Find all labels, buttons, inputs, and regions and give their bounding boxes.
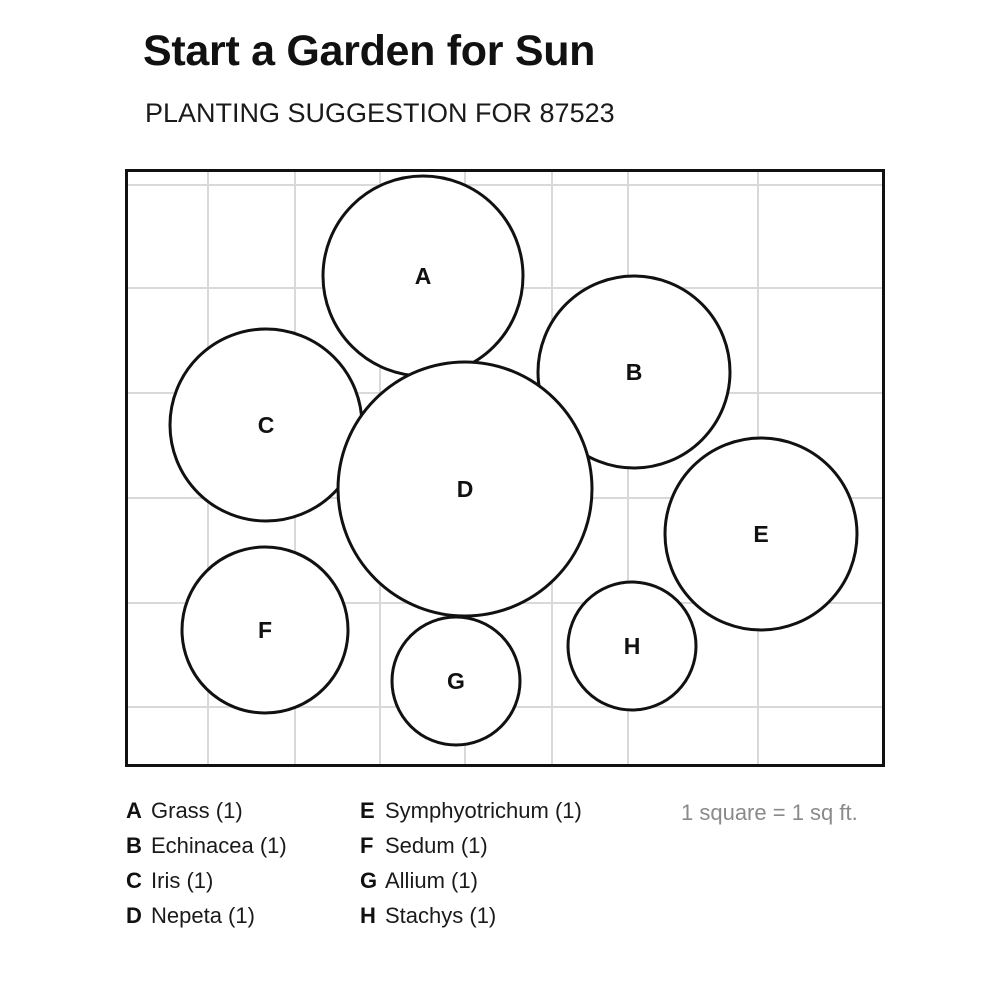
garden-bed-svg: A B C D E F G H bbox=[125, 169, 885, 767]
legend-item-label: Symphyotrichum (1) bbox=[385, 798, 582, 823]
plant-circle-d[interactable]: D bbox=[336, 360, 594, 618]
legend-item-key: B bbox=[126, 833, 142, 858]
plant-circle-b[interactable]: B bbox=[536, 274, 732, 470]
plant-circle-c[interactable]: C bbox=[168, 327, 364, 523]
legend-item-e[interactable]: E Symphyotrichum (1) bbox=[360, 798, 582, 833]
plant-circle-label: G bbox=[447, 668, 465, 694]
legend-item-c[interactable]: C Iris (1) bbox=[126, 868, 287, 903]
plant-circle-label: C bbox=[258, 412, 275, 438]
garden-bed-diagram: A B C D E F G H bbox=[125, 169, 885, 767]
legend-item-label: Allium (1) bbox=[385, 868, 478, 893]
legend-column-left: A Grass (1) B Echinacea (1) C Iris (1) D Nepeta… bbox=[126, 798, 287, 938]
legend-item-key: A bbox=[126, 798, 142, 823]
plant-circle-label: H bbox=[624, 633, 641, 659]
plant-circle-h[interactable]: H bbox=[566, 580, 698, 712]
legend-item-key: D bbox=[126, 903, 142, 928]
legend-item-key: G bbox=[360, 868, 378, 893]
legend-item-d[interactable]: D Nepeta (1) bbox=[126, 903, 287, 938]
legend-item-key: F bbox=[360, 833, 374, 858]
plant-circle-outline bbox=[536, 274, 732, 470]
plant-circle-label: A bbox=[415, 263, 432, 289]
legend-item-label: Stachys (1) bbox=[385, 903, 497, 928]
plant-circle-outline bbox=[390, 615, 522, 747]
legend-item-f[interactable]: F Sedum (1) bbox=[360, 833, 582, 868]
legend-item-b[interactable]: B Echinacea (1) bbox=[126, 833, 287, 868]
legend-item-a[interactable]: A Grass (1) bbox=[126, 798, 287, 833]
legend-item-key: H bbox=[360, 903, 376, 928]
legend-item-label: Grass (1) bbox=[151, 798, 243, 823]
plant-circle-outline bbox=[566, 580, 698, 712]
plant-circle-f[interactable]: F bbox=[180, 545, 350, 715]
plant-circle-label: D bbox=[457, 476, 474, 502]
legend-item-label: Nepeta (1) bbox=[151, 903, 255, 928]
page-subtitle: PLANTING SUGGESTION FOR 87523 bbox=[145, 98, 615, 128]
plant-circle-a[interactable]: A bbox=[321, 174, 525, 378]
page-title: Start a Garden for Sun bbox=[143, 27, 596, 75]
legend-item-key: C bbox=[126, 868, 142, 893]
legend-item-g[interactable]: G Allium (1) bbox=[360, 868, 582, 903]
legend-item-key: E bbox=[360, 798, 375, 823]
plant-circle-outline bbox=[336, 360, 594, 618]
plant-circle-outline bbox=[180, 545, 350, 715]
bed-border bbox=[125, 169, 885, 767]
plant-circle-label: B bbox=[626, 359, 643, 385]
plant-circle-g[interactable]: G bbox=[390, 615, 522, 747]
plant-circle-outline bbox=[663, 436, 859, 632]
legend-item-label: Echinacea (1) bbox=[151, 833, 287, 858]
scale-note: 1 square = 1 sq ft. bbox=[681, 800, 858, 825]
plant-circle-label: F bbox=[258, 617, 272, 643]
legend-item-h[interactable]: H Stachys (1) bbox=[360, 903, 582, 938]
legend-column-right: E Symphyotrichum (1) F Sedum (1) G Allium (1)… bbox=[360, 798, 582, 938]
plant-circle-label: E bbox=[753, 521, 768, 547]
plant-circle-e[interactable]: E bbox=[663, 436, 859, 632]
plant-circles: A B C D E F G H bbox=[168, 174, 859, 747]
legend-item-label: Iris (1) bbox=[151, 868, 214, 893]
legend-item-label: Sedum (1) bbox=[385, 833, 488, 858]
